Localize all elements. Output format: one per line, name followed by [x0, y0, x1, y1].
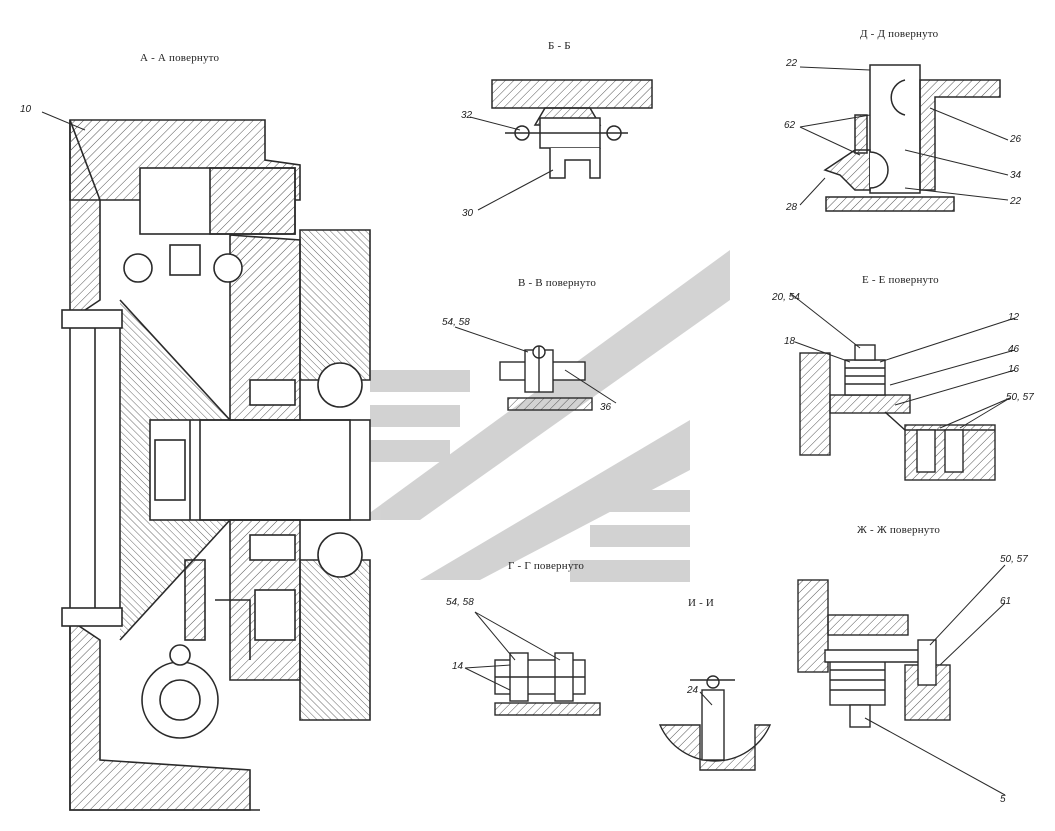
callout-22-bottom: 22 — [1010, 196, 1022, 207]
callout-46: 46 — [1008, 344, 1020, 355]
callout-32: 32 — [461, 110, 473, 121]
callout-24: 24 — [687, 685, 699, 696]
section-title-dd: Д - Д повернуто — [860, 28, 939, 40]
callout-16: 16 — [1008, 364, 1020, 375]
section-title-bb: Б - Б — [548, 40, 571, 52]
section-bb-drawing — [469, 79, 653, 211]
section-ii-drawing — [658, 675, 772, 771]
callout-10: 10 — [20, 104, 32, 115]
callout-18: 18 — [784, 336, 796, 347]
section-title-ee: Е - Е повернуто — [862, 274, 939, 286]
section-title-aa: А - А повернуто — [140, 52, 220, 64]
section-aa-drawing — [41, 111, 371, 811]
callout-30: 30 — [462, 208, 474, 219]
callout-62: 62 — [784, 120, 796, 131]
callout-61: 61 — [1000, 596, 1012, 607]
callout-54-58-gg: 54, 58 — [446, 597, 474, 608]
callout-5: 5 — [1000, 794, 1006, 805]
section-gg-drawing — [464, 611, 601, 716]
section-dd-drawing — [799, 64, 1009, 212]
callout-14: 14 — [452, 661, 464, 672]
callout-20-54: 20, 54 — [772, 292, 800, 303]
section-title-vv: В - В повернуто — [518, 277, 597, 289]
section-title-gg: Г - Г повернуто — [508, 560, 585, 572]
section-zhzh-drawing — [797, 564, 1006, 796]
callout-26: 26 — [1010, 134, 1022, 145]
callout-54-58-vv: 54, 58 — [442, 317, 470, 328]
callout-50-57-zhzh: 50, 57 — [1000, 554, 1028, 565]
callout-22-top: 22 — [786, 58, 798, 69]
section-title-ii: И - И — [688, 597, 715, 609]
section-ee-drawing — [789, 292, 1016, 481]
callout-12: 12 — [1008, 312, 1020, 323]
callout-34: 34 — [1010, 170, 1022, 181]
callout-50-57-ee: 50, 57 — [1006, 392, 1034, 403]
callout-36: 36 — [600, 402, 612, 413]
section-vv-drawing — [454, 326, 617, 411]
section-title-zhzh: Ж - Ж повернуто — [857, 524, 941, 536]
callout-28: 28 — [786, 202, 798, 213]
watermark-logo — [360, 250, 730, 582]
